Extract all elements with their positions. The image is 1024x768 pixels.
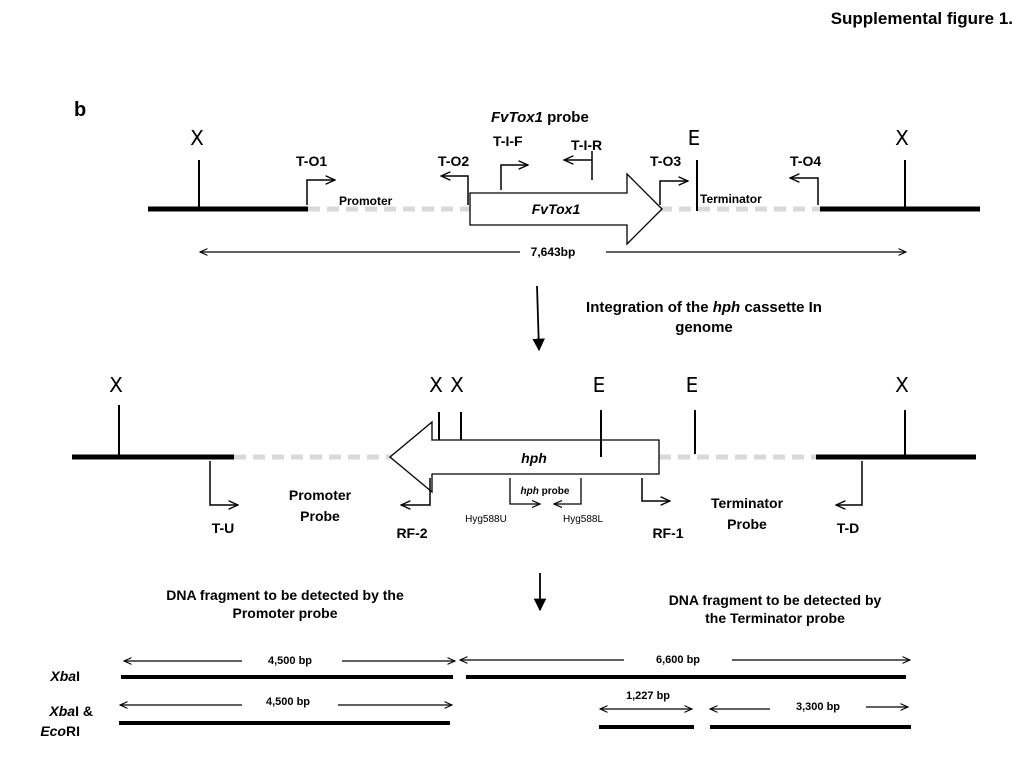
promoter-caption-1: DNA fragment to be detected by the: [166, 587, 404, 603]
primer-td-label: T-D: [837, 520, 860, 536]
primer-to2-arrow: [441, 176, 469, 205]
mutant-locus: hph X X X E E X T-U RF-2 RF-1 T-D hph pr…: [72, 373, 976, 541]
xbai-ecori-row-label-2: EcoRI: [40, 723, 80, 739]
figure-title: Supplemental figure 1.: [831, 9, 1013, 28]
xbai-site-label-mutant-2: X: [429, 373, 443, 397]
panel-label: b: [74, 99, 86, 121]
primer-tif-arrow: [500, 165, 528, 190]
primer-tif-label: T-I-F: [493, 133, 523, 149]
primer-to3-label: T-O3: [650, 153, 681, 169]
primer-hyg588u-arrow: [509, 478, 540, 504]
xbai-ecori-row-label-1: XbaI &: [48, 703, 93, 719]
primer-tu-label: T-U: [212, 520, 235, 536]
primer-to3-arrow: [659, 181, 688, 205]
primer-to4-arrow: [790, 178, 819, 205]
fragment-6600-label: 6,600 bp: [656, 654, 700, 666]
terminator-caption-2: the Terminator probe: [705, 610, 845, 626]
promoter-probe-label-2: Probe: [300, 508, 340, 524]
ecori-site-label-mutant-1: E: [593, 373, 606, 397]
primer-tu-arrow: [209, 461, 238, 505]
primer-tir-arrow: [564, 151, 593, 180]
integration-arrow: [532, 285, 545, 352]
fragment-4500-label: 4,500 bp: [268, 655, 312, 667]
xbai-site-label-mutant-3: X: [450, 373, 464, 397]
primer-to4-label: T-O4: [790, 153, 821, 169]
primer-td-arrow: [836, 461, 863, 505]
locus-length-label: 7,643bp: [531, 245, 576, 259]
primer-tir-label: T-I-R: [571, 137, 602, 153]
primer-to1-label: T-O1: [296, 153, 327, 169]
primer-to1-arrow: [306, 180, 335, 205]
hyg588u-label: Hyg588U: [465, 514, 507, 525]
integration-text-line2: genome: [675, 319, 733, 336]
wildtype-locus: FvTox1 X X E T-O1 T-O2 T-I-F T-I-R T-O3 …: [148, 109, 980, 259]
hph-probe-label: hph probe: [521, 486, 570, 497]
ecori-site-label: E: [688, 126, 701, 150]
primer-hyg588l-arrow: [554, 478, 582, 504]
terminator-caption-1: DNA fragment to be detected by: [669, 592, 882, 608]
terminator-probe-label-2: Probe: [727, 516, 767, 532]
integration-text-line1: Integration of the hph cassette In: [586, 299, 822, 316]
primer-rf1-label: RF-1: [652, 525, 683, 541]
hyg588l-label: Hyg588L: [563, 514, 603, 525]
promoter-caption-2: Promoter probe: [232, 605, 337, 621]
fvtox1-gene-label: FvTox1: [532, 201, 581, 217]
terminator-label: Terminator: [700, 192, 762, 206]
promoter-label: Promoter: [339, 194, 393, 208]
fragment-4500b-label: 4,500 bp: [266, 696, 310, 708]
fvtox1-gene-arrow: [469, 172, 663, 246]
xbai-site-label-left: X: [190, 126, 204, 150]
xbai-site-label-mutant-left: X: [109, 373, 123, 397]
xbai-site-label-right: X: [895, 126, 909, 150]
primer-rf1-arrow: [641, 478, 670, 501]
primer-to2-label: T-O2: [438, 153, 469, 169]
xbai-site-label-mutant-right: X: [895, 373, 909, 397]
fragment-1227-label: 1,227 bp: [626, 690, 670, 702]
ecori-site-label-mutant-2: E: [686, 373, 699, 397]
fvtox1-probe-label: FvTox1 probe: [491, 109, 589, 126]
hph-cassette-arrow: [388, 420, 660, 494]
fragment-map: DNA fragment to be detected by the Promo…: [40, 587, 911, 739]
primer-rf2-arrow: [401, 478, 431, 505]
xbai-row-label: XbaI: [49, 668, 80, 684]
hph-gene-label: hph: [521, 450, 547, 466]
fragment-3300-label: 3,300 bp: [796, 701, 840, 713]
terminator-probe-label-1: Terminator: [711, 495, 784, 511]
primer-rf2-label: RF-2: [396, 525, 427, 541]
promoter-probe-label-1: Promoter: [289, 487, 352, 503]
